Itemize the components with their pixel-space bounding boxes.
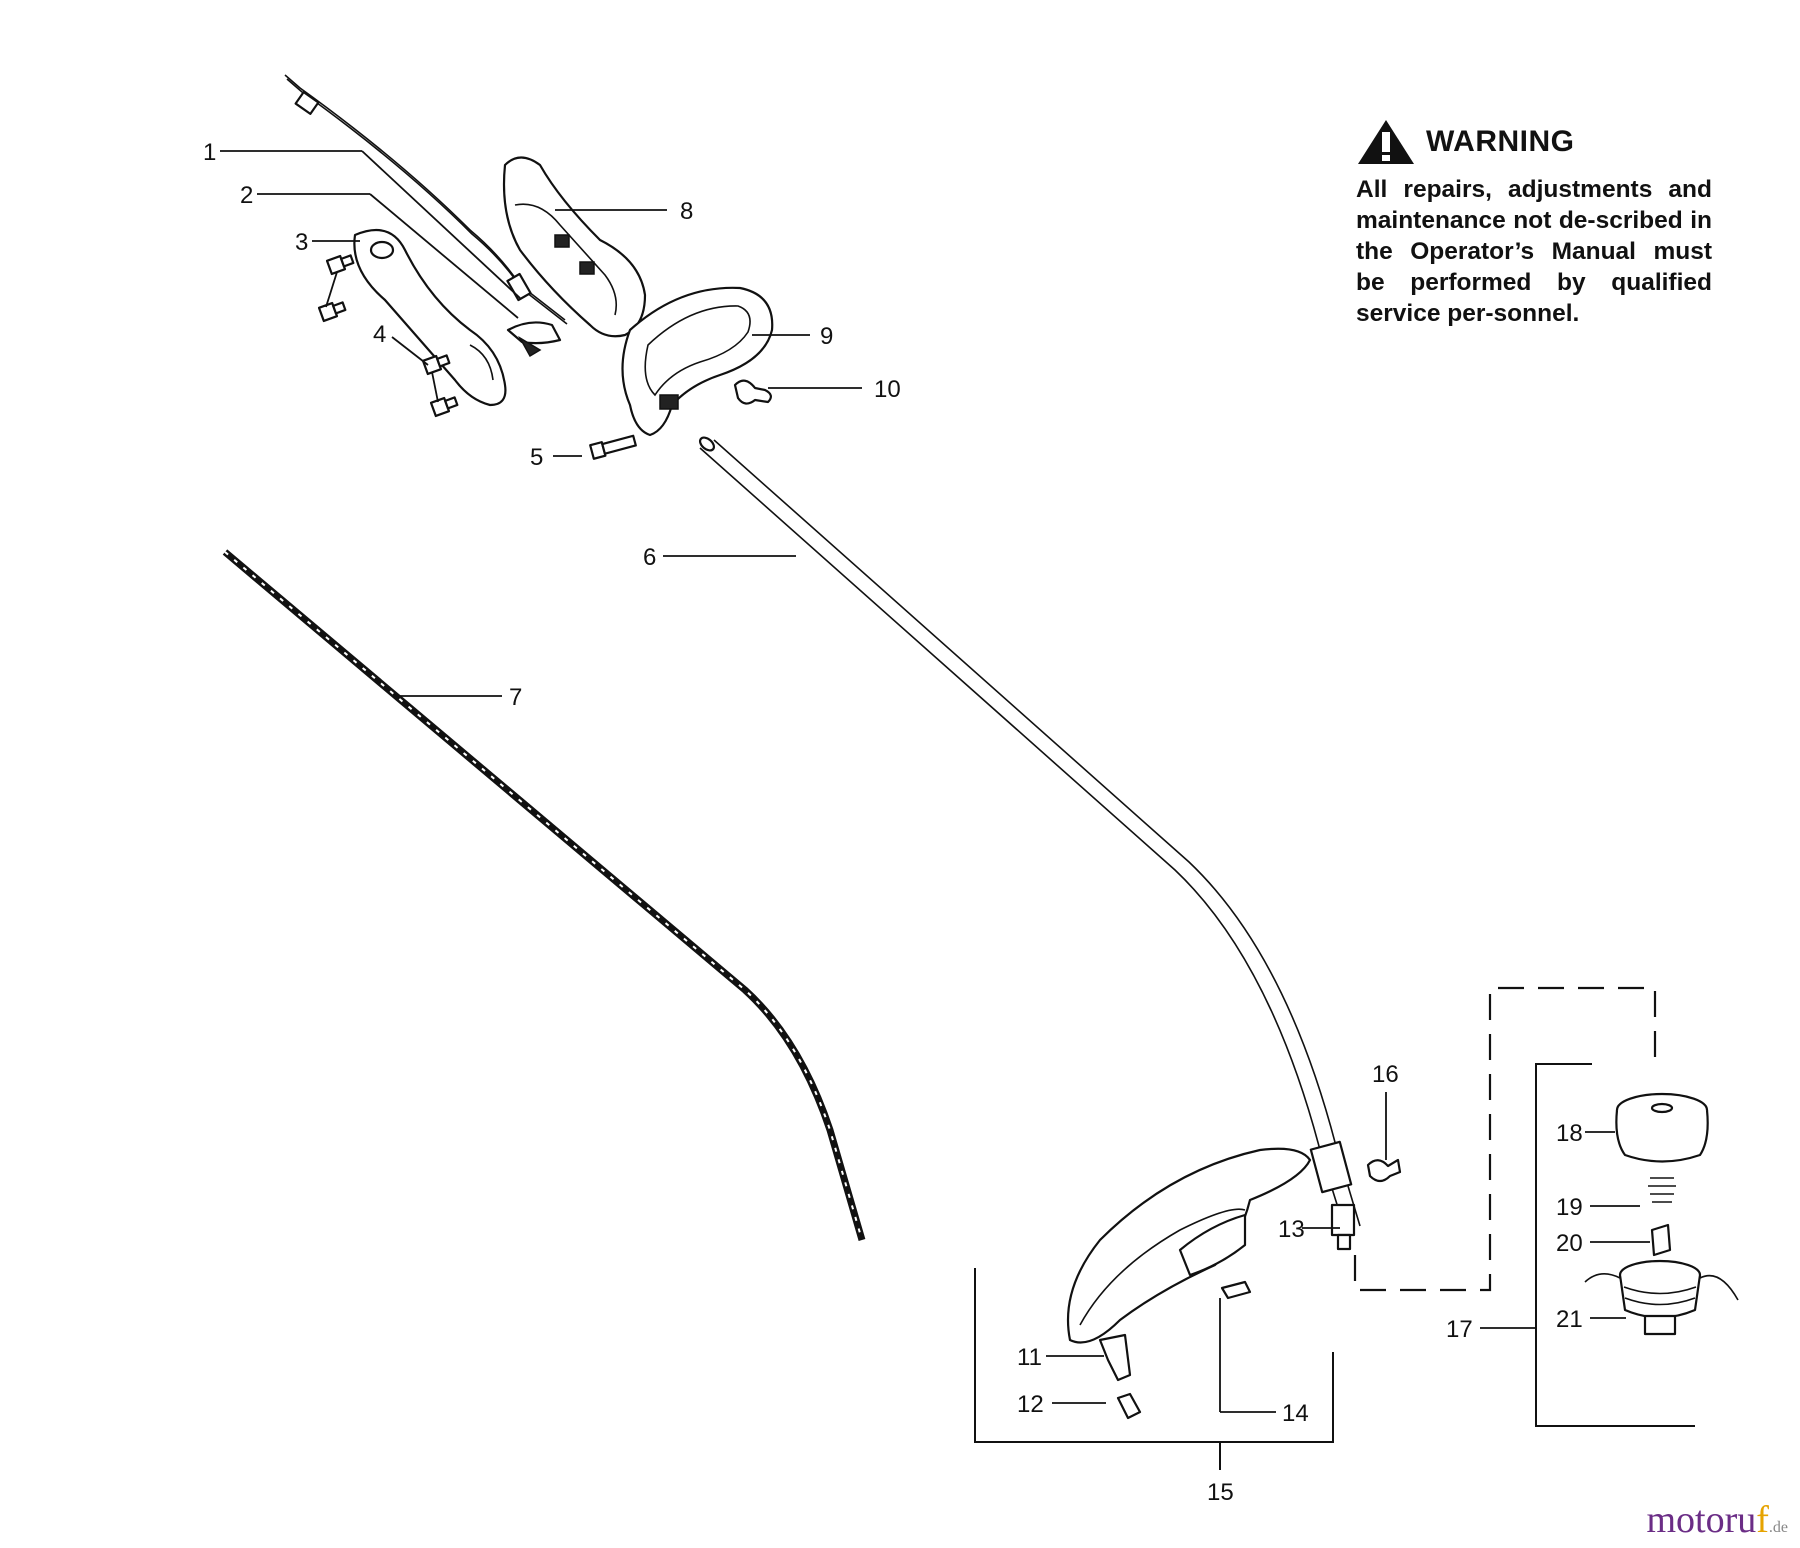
part-2-throttle-trigger — [506, 321, 562, 358]
part-14-screw — [1220, 1280, 1252, 1300]
callout-18: 18 — [1556, 1120, 1583, 1147]
callout-17: 17 — [1446, 1316, 1473, 1343]
watermark-main: motoru — [1646, 1499, 1757, 1541]
callout-1: 1 — [203, 139, 216, 166]
part-12-screw — [1116, 1392, 1142, 1420]
part-7-drive-shaft — [222, 549, 866, 1241]
callout-6: 6 — [643, 544, 656, 571]
bracket-17 — [1535, 1063, 1695, 1427]
callout-12: 12 — [1017, 1391, 1044, 1418]
assembly-dashed-line — [1353, 986, 1657, 1292]
callout-21: 21 — [1556, 1306, 1583, 1333]
watermark-tld: .de — [1768, 1519, 1788, 1536]
part-18-spool-cover — [1615, 1092, 1709, 1163]
callout-19: 19 — [1556, 1194, 1583, 1221]
callout-3: 3 — [295, 229, 308, 256]
callout-8: 8 — [680, 198, 693, 225]
part-20-inner-reel — [1650, 1223, 1672, 1257]
part-15-guard — [1066, 1147, 1312, 1344]
part-21-spool — [1584, 1259, 1739, 1336]
callout-7: 7 — [509, 684, 522, 711]
callout-13: 13 — [1278, 1216, 1305, 1243]
callout-14: 14 — [1282, 1400, 1309, 1427]
part-10-wing-nut — [733, 379, 772, 405]
callout-10: 10 — [874, 376, 901, 403]
watermark-logo: motoruf.de — [1646, 1498, 1788, 1542]
callout-11: 11 — [1017, 1344, 1042, 1371]
warning-title: WARNING — [1426, 125, 1575, 158]
part-13-shaft-housing — [1309, 1140, 1356, 1251]
part-11-line-cutter — [1098, 1333, 1132, 1382]
part-9-loop-handle — [621, 286, 774, 437]
bracket-15 — [974, 1268, 1334, 1443]
warning-text: All repairs, adjustments and maintenance… — [1356, 176, 1712, 327]
callout-4: 4 — [373, 321, 386, 348]
part-19-spring — [1648, 1177, 1676, 1203]
callout-9: 9 — [820, 323, 833, 350]
part-6-shaft-tube — [698, 436, 1361, 1231]
callout-15: 15 — [1207, 1479, 1234, 1506]
warning-box: WARNING All repairs, adjustments and mai… — [1356, 118, 1712, 329]
callout-16: 16 — [1372, 1061, 1399, 1088]
part-16-wing-screw — [1366, 1158, 1402, 1183]
callout-5: 5 — [530, 444, 543, 471]
warning-triangle-icon — [1358, 120, 1414, 164]
part-3-handle-half — [353, 228, 507, 407]
part-8-handle-half — [502, 156, 647, 338]
leader-lines — [220, 150, 1650, 1413]
watermark-accent: f — [1756, 1499, 1769, 1541]
callout-2: 2 — [240, 182, 253, 209]
warning-header: WARNING — [1356, 118, 1712, 166]
callout-20: 20 — [1556, 1230, 1583, 1257]
part-5-bolt — [589, 434, 637, 460]
